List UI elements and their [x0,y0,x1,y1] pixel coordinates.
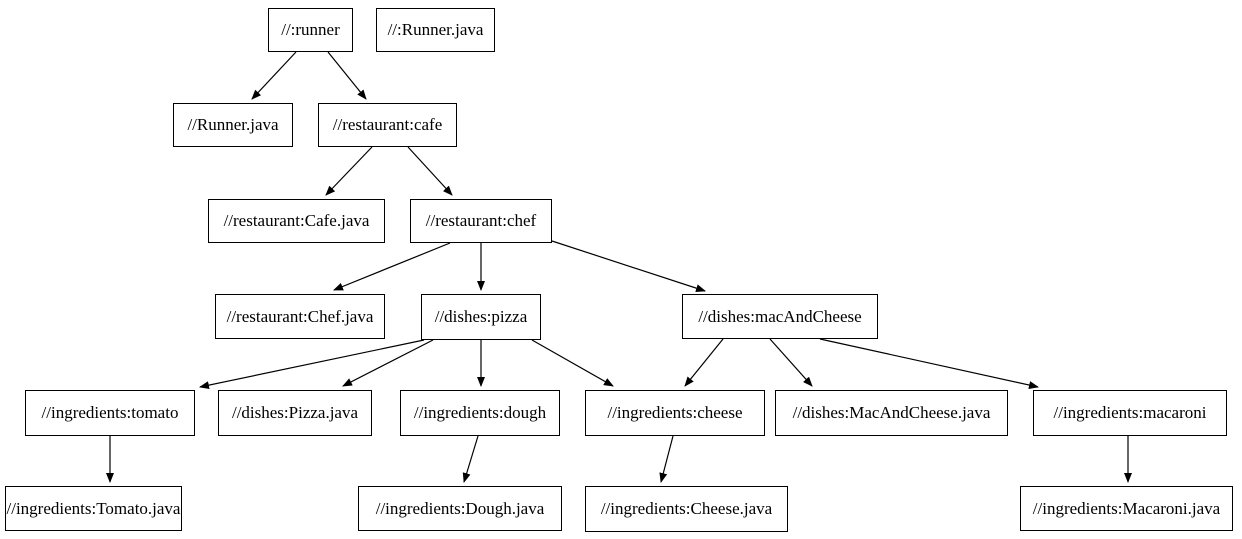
edge-pizza-to-cheese [531,339,614,387]
edge-dough-to-dough-java [462,435,479,483]
graph-node-chef-java: //restaurant:Chef.java [215,294,385,339]
graph-node-runner-java-source: //:Runner.java [376,8,495,52]
graph-node-macaroni-java: //ingredients:Macaroni.java [1020,486,1233,531]
node-label: //ingredients:Macaroni.java [1032,498,1221,518]
edge-cheese-to-cheese-java [659,435,674,483]
edge-chef-to-chef-java [333,242,451,291]
node-label: //ingredients:cheese [607,403,743,422]
graph-node-mac-and-cheese-java: //dishes:MacAndCheese.java [775,390,1008,436]
node-label: //dishes:macAndCheese [698,306,862,326]
edge-chef-to-mac-and-cheese [551,240,706,293]
edge-runner-to-cafe [327,51,367,100]
graph-node-dough: //ingredients:dough [400,390,560,436]
node-label: //ingredients:tomato [41,403,179,422]
edge-runner-to-runner-java [251,51,297,100]
node-label: //:Runner.java [387,20,484,39]
graph-node-tomato: //ingredients:tomato [25,390,195,436]
graph-node-cheese: //ingredients:cheese [585,390,765,436]
node-label: //ingredients:Dough.java [375,498,545,518]
node-label: //ingredients:macaroni [1053,403,1207,422]
edge-cafe-to-cafe-java [325,146,373,196]
graph-node-cafe: //restaurant:cafe [318,103,457,147]
node-label: //dishes:MacAndCheese.java [792,403,991,422]
graph-node-pizza: //dishes:pizza [421,294,541,340]
node-label: //restaurant:Cafe.java [223,211,370,230]
graph-node-cheese-java: //ingredients:Cheese.java [585,486,788,532]
graph-node-chef: //restaurant:chef [410,199,552,243]
graph-node-dough-java: //ingredients:Dough.java [358,486,562,531]
node-label: //restaurant:cafe [332,115,443,134]
edge-mac-and-cheese-to-cheese [684,338,724,387]
graph-node-cafe-java: //restaurant:Cafe.java [208,199,385,243]
graph-node-macaroni: //ingredients:macaroni [1033,390,1227,436]
node-label: //ingredients:dough [413,403,547,422]
graph-node-runner-java: //Runner.java [173,103,293,147]
node-label: //:runner [281,20,340,39]
node-label: //restaurant:Chef.java [226,306,374,326]
node-label: //Runner.java [187,115,279,134]
edge-cafe-to-chef [407,146,453,196]
edge-pizza-to-pizza-java [342,339,434,387]
graph-node-tomato-java: //ingredients:Tomato.java [5,486,182,531]
edge-mac-and-cheese-to-macaroni [819,338,1039,389]
edge-pizza-to-tomato [199,339,425,390]
graph-node-mac-and-cheese: //dishes:macAndCheese [682,294,878,339]
node-label: //ingredients:Tomato.java [6,498,181,518]
node-label: //restaurant:chef [425,211,537,230]
graph-node-runner: //:runner [268,8,353,52]
graph-node-pizza-java: //dishes:Pizza.java [218,390,372,436]
node-label: //dishes:Pizza.java [231,403,359,422]
node-label: //dishes:pizza [434,307,528,326]
edge-mac-and-cheese-to-mac-and-cheese-java [769,338,813,387]
node-label: //ingredients:Cheese.java [600,499,773,518]
